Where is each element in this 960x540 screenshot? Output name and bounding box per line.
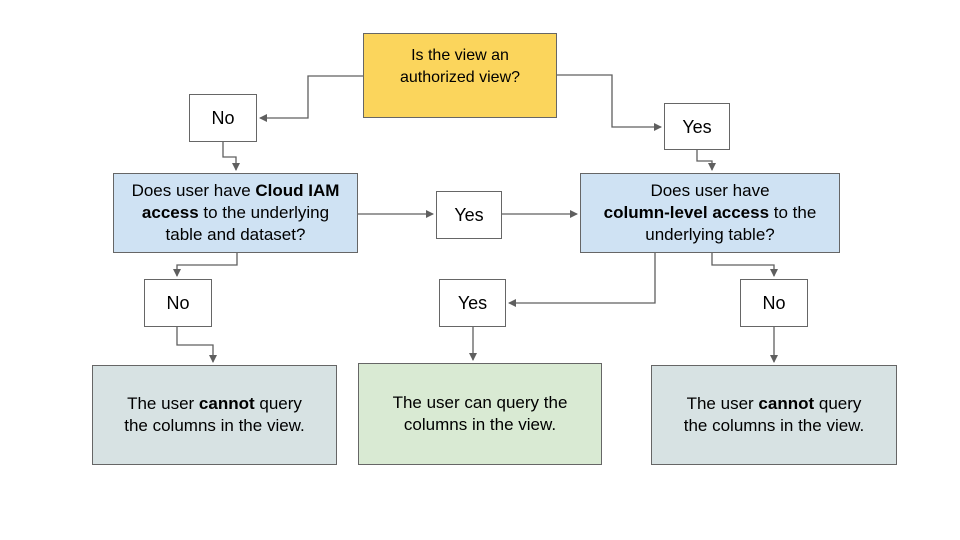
connector-question-col-to-no-right bbox=[711, 253, 778, 277]
connector-no-top-to-question-iam bbox=[222, 142, 240, 171]
node-yes-top: Yes bbox=[664, 103, 730, 150]
connector-start-to-yes-top bbox=[557, 74, 662, 131]
connector-yes-top-to-question-col bbox=[696, 150, 716, 171]
node-no-left: No bbox=[144, 279, 212, 327]
node-no-right: No bbox=[740, 279, 808, 327]
connector-question-col-to-yes-center bbox=[508, 253, 656, 307]
node-yes-mid: Yes bbox=[436, 191, 502, 239]
node-no-top: No bbox=[189, 94, 257, 142]
connector-no-left-to-result-left bbox=[176, 327, 217, 363]
node-yes-center: Yes bbox=[439, 279, 506, 327]
connector-question-iam-to-no-left bbox=[173, 253, 238, 277]
connector-start-to-no-top bbox=[259, 75, 363, 122]
